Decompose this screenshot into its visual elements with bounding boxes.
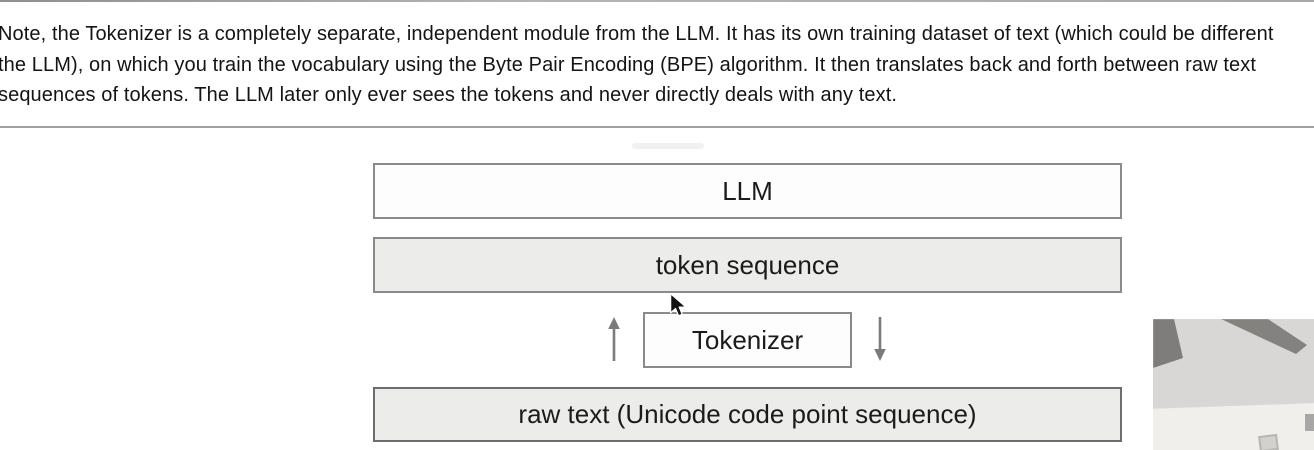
note-line-1: Note, the Tokenizer is a completely sepa… xyxy=(0,23,1274,45)
note-paragraph: Note, the Tokenizer is a completely sepa… xyxy=(0,19,1273,111)
note-line-3: sequences of tokens. The LLM later only … xyxy=(0,84,898,106)
fan-blade-right xyxy=(1221,319,1307,354)
horizontal-divider xyxy=(0,126,1314,128)
fan-blade-left xyxy=(1153,319,1183,368)
token-sequence-box: token sequence xyxy=(373,237,1122,293)
raw-text-label: raw text (Unicode code point sequence) xyxy=(518,399,977,429)
llm-label: LLM xyxy=(722,175,773,206)
encode-up-arrow-icon xyxy=(608,317,620,361)
mouse-pointer-icon xyxy=(669,293,687,317)
token-sequence-label: token sequence xyxy=(655,249,840,280)
webcam-video-inset xyxy=(1153,319,1314,450)
tokenizer-label: Tokenizer xyxy=(691,324,804,355)
decode-down-arrow-icon xyxy=(874,317,886,361)
raw-text-box: raw text (Unicode code point sequence) xyxy=(373,387,1122,442)
llm-box: LLM xyxy=(373,163,1122,219)
top-border-line xyxy=(0,0,1314,2)
tokenizer-box: Tokenizer xyxy=(643,312,852,368)
webcam-object-right xyxy=(1305,414,1314,431)
webcam-object-bottom xyxy=(1258,433,1279,450)
note-line-2: the LLM), on which you train the vocabul… xyxy=(0,53,1256,76)
faint-smudge xyxy=(632,143,704,149)
webcam-wall-lower xyxy=(1153,402,1314,450)
